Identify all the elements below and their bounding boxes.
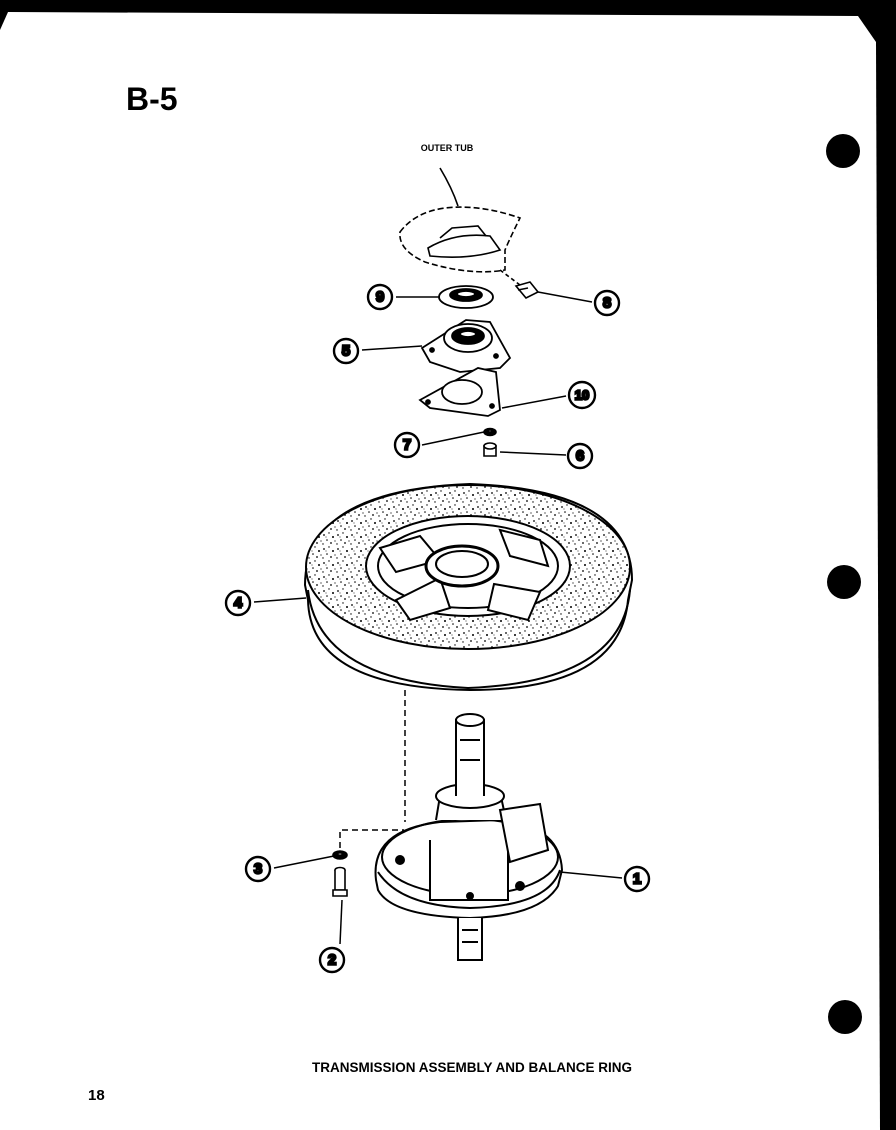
balance-ring-part-4 xyxy=(303,482,634,692)
svg-text:2: 2 xyxy=(328,952,336,969)
callout-7: 7 xyxy=(393,431,421,459)
section-code: B-5 xyxy=(126,81,178,117)
callout-6: 6 xyxy=(566,442,594,470)
callout-10: 10 xyxy=(567,380,597,410)
bolt-part-2 xyxy=(332,866,348,897)
gasket-part-10 xyxy=(418,367,501,417)
binder-hole-bottom xyxy=(828,1000,862,1034)
leader-lines xyxy=(253,291,623,945)
assembly-lines xyxy=(339,690,406,848)
svg-text:6: 6 xyxy=(576,448,584,465)
bearing-bracket-part-5 xyxy=(420,319,512,373)
svg-text:4: 4 xyxy=(234,595,243,612)
callout-3: 3 xyxy=(244,855,272,883)
callout-5: 5 xyxy=(332,337,360,365)
binder-hole-top xyxy=(826,134,860,168)
svg-text:10: 10 xyxy=(575,388,589,403)
callout-1: 1 xyxy=(623,865,651,893)
callout-9: 9 xyxy=(366,283,394,311)
outer-tub-fragment xyxy=(399,167,522,286)
svg-text:7: 7 xyxy=(403,437,411,454)
binder-hole-middle xyxy=(827,565,861,599)
svg-text:9: 9 xyxy=(376,289,384,306)
svg-text:5: 5 xyxy=(342,343,350,360)
caption: TRANSMISSION ASSEMBLY AND BALANCE RING xyxy=(312,1060,632,1075)
transmission-part-1 xyxy=(374,713,564,961)
screw-part-6 xyxy=(483,442,497,457)
nut-part-3 xyxy=(332,850,348,860)
svg-text:8: 8 xyxy=(603,295,611,312)
outer-tub-label: OUTER TUB xyxy=(421,143,474,153)
washer-part-7 xyxy=(483,427,497,437)
callout-4: 4 xyxy=(224,589,252,617)
page-number: 18 xyxy=(88,1087,105,1104)
callout-2: 2 xyxy=(318,946,346,974)
callouts: 1 2 3 4 5 6 7 8 9 10 xyxy=(224,283,651,974)
callout-8: 8 xyxy=(593,289,621,317)
svg-text:1: 1 xyxy=(633,871,641,888)
svg-text:3: 3 xyxy=(254,861,262,878)
